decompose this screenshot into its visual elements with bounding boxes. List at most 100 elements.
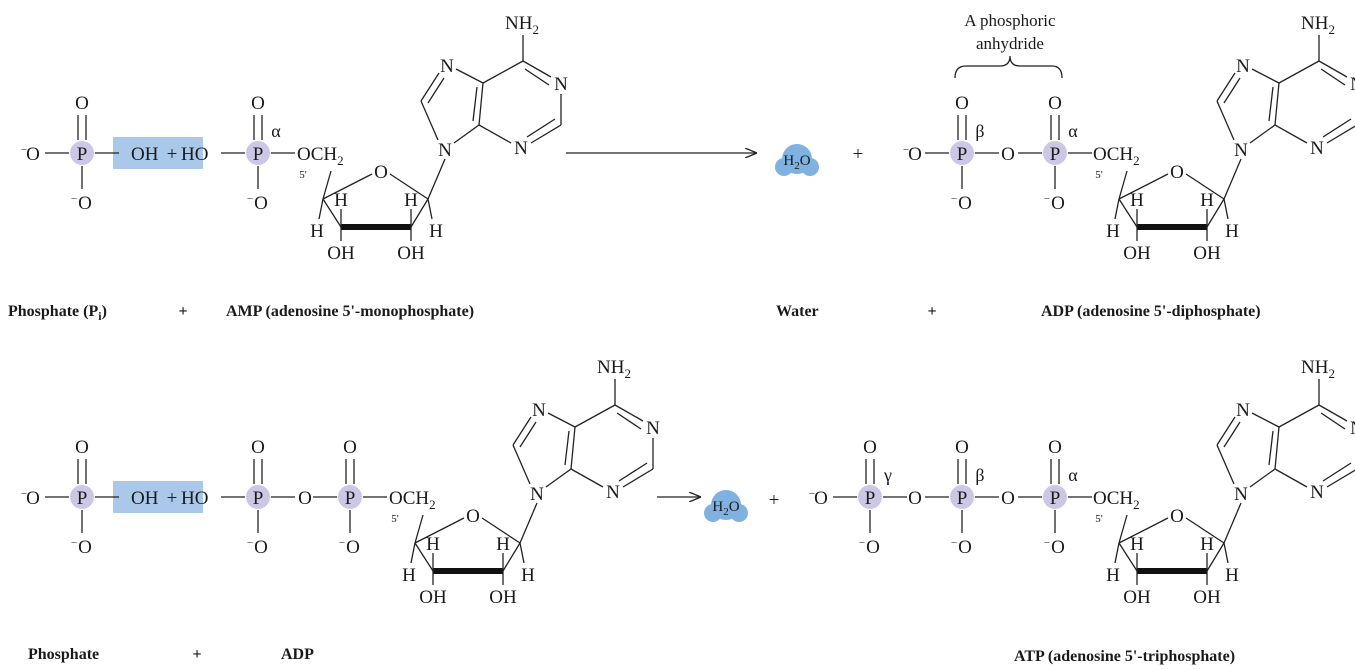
five-prime-label: 5' <box>391 513 399 525</box>
phosphorus-circle <box>1043 141 1067 165</box>
double-bond-line <box>1322 462 1352 482</box>
nitrogen-atom: N <box>646 418 660 439</box>
highlight-box <box>113 137 203 169</box>
greek-label: α <box>1068 121 1078 141</box>
negative-charge: − <box>1044 537 1050 549</box>
oxygen-atom: O <box>343 437 357 458</box>
plus-sign: + <box>769 490 780 511</box>
hydrogen-atom: H <box>1200 190 1214 211</box>
double-bond-line <box>564 430 570 466</box>
ring-bond-line <box>1249 124 1276 144</box>
phosphorus-atom: P <box>77 144 88 165</box>
ring-bond-line <box>1274 468 1308 488</box>
bridging-oxygen-atom: O <box>1001 144 1015 165</box>
ring-bond-line <box>322 173 373 200</box>
ring-bond-line <box>614 404 644 422</box>
caption-water: Water <box>776 303 819 320</box>
negative-charge: − <box>21 488 27 500</box>
negative-charge: − <box>71 537 77 549</box>
phosphorus-circle <box>950 141 974 165</box>
oxygen-atom: O <box>346 537 360 558</box>
double-bond-line <box>616 412 642 430</box>
negative-charge: − <box>71 193 77 205</box>
hydrogen-atom: H <box>310 221 324 242</box>
negative-charge: − <box>951 193 957 205</box>
ring-bond-line <box>622 468 654 488</box>
nitrogen-atom: N <box>1310 138 1324 159</box>
nitrogen-atom: N <box>532 400 546 421</box>
hydrogen-atom: H <box>521 565 535 586</box>
five-prime-label: 5' <box>1095 169 1103 181</box>
ring-bond-line <box>545 468 572 488</box>
ring-bond-line <box>512 444 531 485</box>
annotation-line-2: anhydride <box>976 34 1044 53</box>
hydroxyl-group: OH <box>131 488 159 509</box>
ring-oxygen-atom: O <box>466 506 480 527</box>
greek-label: β <box>975 121 984 141</box>
double-bond-line <box>1268 430 1274 466</box>
water-molecule: H2O <box>775 144 819 176</box>
oxygen-atom: O <box>1051 193 1065 214</box>
nitrogen-atom: N <box>1236 56 1250 77</box>
double-bond-line <box>1268 86 1274 122</box>
oxygen-atom: O <box>1048 93 1062 114</box>
ring-bond-line <box>1206 198 1225 228</box>
nitrogen-atom: N <box>1350 74 1355 95</box>
double-bond-line <box>1223 77 1241 104</box>
double-bond-line <box>526 118 556 138</box>
glycosidic-bond-line <box>519 502 538 544</box>
ring-bond-line <box>414 517 465 544</box>
water-molecule: H2O <box>704 490 748 522</box>
ring-bond-line <box>420 100 439 141</box>
highlight-box <box>113 481 203 513</box>
hydrogen-atom: H <box>496 534 510 555</box>
single-bond-line <box>414 514 424 544</box>
caption-plus: + <box>178 303 187 320</box>
water-hydrogen-blob <box>775 158 793 176</box>
hydroxyl-group: OH <box>1193 587 1221 608</box>
caption-atp: ATP (adenosine 5'-triphosphate) <box>1014 648 1235 665</box>
negative-charge: − <box>1044 193 1050 205</box>
hydrogen-atom: H <box>1106 221 1120 242</box>
hydrogen-atom: H <box>429 221 443 242</box>
ring-bond-line <box>1326 469 1355 488</box>
annotation-line-1: A phosphoric <box>964 11 1056 30</box>
oxygen-atom: O <box>908 144 922 165</box>
caption-plus: + <box>927 303 936 320</box>
negative-charge: − <box>951 537 957 549</box>
negative-charge: − <box>247 537 253 549</box>
phosphorus-atom: P <box>1050 488 1061 509</box>
ring-bond-line <box>1274 426 1280 470</box>
hydrogen-atom: H <box>1106 565 1120 586</box>
single-bond-line <box>1223 198 1229 220</box>
oxygen-atom: O <box>254 537 268 558</box>
och2-group: OCH2 <box>389 488 436 512</box>
hydroxyl-group: OH <box>1193 243 1221 264</box>
amino-group: NH2 <box>597 357 631 381</box>
nitrogen-atom: N <box>440 56 454 77</box>
greek-label: γ <box>883 465 892 485</box>
hydrogen-atom: H <box>404 190 418 211</box>
nitrogen-atom: N <box>1310 482 1324 503</box>
caption-plus: + <box>192 646 201 663</box>
plus-sign: + <box>167 144 178 165</box>
ring-bond-line <box>389 173 429 200</box>
hydroxyl-group: OH <box>327 243 355 264</box>
oxygen-atom: O <box>863 437 877 458</box>
glycosidic-bond-line <box>427 158 446 200</box>
ring-bond-line <box>1216 100 1235 141</box>
double-bond-line <box>1320 68 1346 86</box>
oxygen-atom: O <box>955 93 969 114</box>
oxygen-atom: O <box>251 437 265 458</box>
nitrogen-atom: N <box>606 482 620 503</box>
glycosidic-bond-line <box>1223 502 1242 544</box>
hydroxyl-group: HO <box>181 144 208 165</box>
nitrogen-atom: N <box>530 484 544 505</box>
phosphorus-atom: P <box>253 488 264 509</box>
double-bond-line <box>1223 421 1241 448</box>
oxygen-atom: O <box>955 437 969 458</box>
ring-bond-line <box>1318 60 1348 78</box>
och2-group: OCH2 <box>1093 488 1140 512</box>
